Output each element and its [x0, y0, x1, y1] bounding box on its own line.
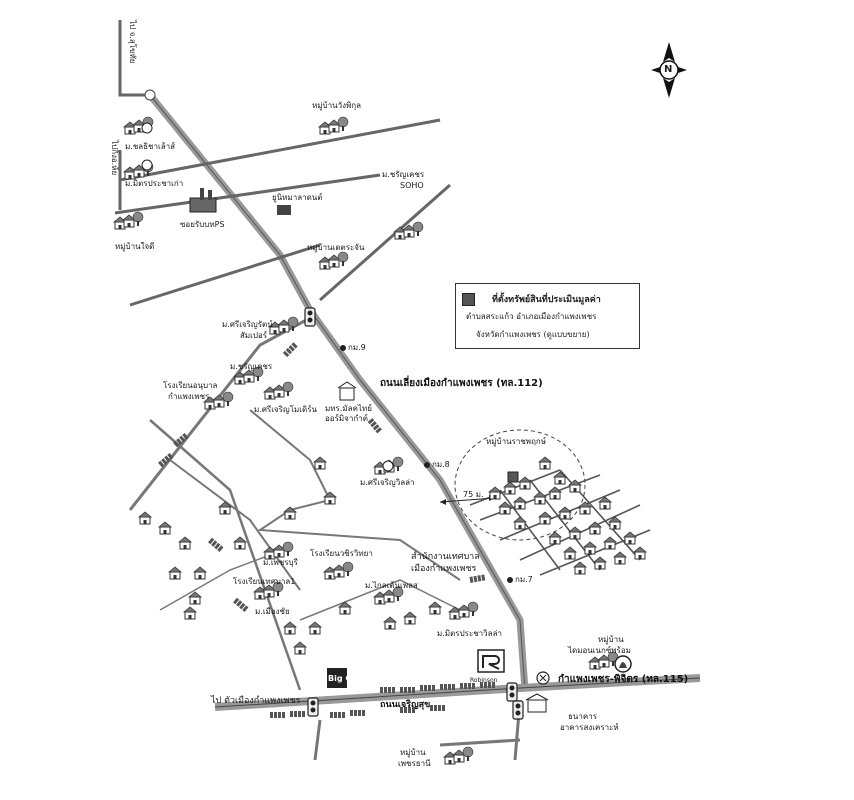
km-8: กม.8: [432, 460, 450, 469]
road-soho: [319, 183, 451, 302]
label-bank: ธนาคาร: [568, 712, 597, 721]
school-icon: [337, 381, 357, 401]
label-kampheng: กำแพงเพชร: [168, 392, 210, 401]
traffic-signal: [304, 307, 316, 327]
robinson-logo: [477, 649, 505, 673]
road-label-left: ไปกิ่งอ.ห้ย: [110, 140, 119, 176]
label-village-s2: เพชรธานี: [398, 759, 431, 768]
legend-box: ที่ตั้งทรัพย์สินที่ประเมินมูลค่า ตำบลสระ…: [455, 283, 640, 349]
label-soho: SOHO: [400, 181, 424, 190]
label-kamphet-sub: ออร์มิจากำต์: [325, 414, 368, 423]
label-school-wit: โรงเรียนวชิรวิทยา: [310, 549, 373, 558]
compass-north-label: N: [664, 64, 673, 75]
road-wangphikul: [119, 118, 441, 182]
label-school-monthai: มทร.มัลคไทย์: [325, 404, 372, 413]
label-municipal: สำนักงานเทศบาล: [411, 552, 480, 562]
big-c-logo: [327, 668, 347, 688]
km-9: กม.9: [348, 343, 366, 352]
label-municipal2: เมืองกำแพงเพชร: [411, 564, 477, 574]
label-rubber: ยูนิหมาลาดนต์: [272, 193, 323, 202]
legend-line2: จังหวัดกำแพงเพชร (ดูแบบขยาย): [476, 330, 590, 339]
label-khet-village: หมู่บ้านเดตระจัน: [307, 243, 365, 252]
road-upper: [114, 173, 381, 215]
compass: N: [649, 40, 689, 100]
label-sampet: สัมเปอร์: [240, 331, 268, 340]
label-school-anuban: โรงเรียนอนุบาล: [163, 381, 218, 390]
label-srichareon-tawan: ม.ศรีเจริญวิลล่า: [360, 478, 415, 487]
distance-label: 75 ม.: [463, 490, 484, 499]
road-label-sukhothai: ไป จ.สุโขทัย: [128, 20, 137, 64]
label-kochuan: ม.ไกลเต้นเพลส: [365, 581, 418, 590]
road-label-charoensuk: ถนนเจริญสุข: [380, 700, 431, 710]
road-label-to-city: ไป ตัวเมืองกำแพงเพชร: [211, 696, 301, 706]
label-mitpracha: ม.มิตรประชาเก่า: [125, 179, 184, 188]
legend-title: ที่ตั้งทรัพย์สินที่ประเมินมูลค่า: [492, 295, 601, 305]
label-wangphikul: หมู่บ้านวังพิกุล: [312, 101, 362, 110]
road-label-115: กำแพงเพชร-พิจิตร (ทล.115): [558, 674, 689, 685]
label-srichareon-mae: ม.ศรีเจริญโมเดิร์น: [254, 405, 317, 414]
legend-line1: ตำบลสระแก้ว อำเภอเมืองกำแพงเพชร: [466, 312, 597, 321]
label-village-se: หมู่บ้าน: [598, 635, 624, 644]
road-label-bypass: ถนนเลี่ยงเมืองกำแพงเพชร (ทล.112): [380, 378, 543, 389]
rubber-building: [277, 205, 291, 215]
label-robinson: Robinson: [470, 677, 498, 684]
cluster-wangphikul: [319, 117, 348, 134]
bypass-road-edge: [149, 94, 526, 691]
label-mitpracha-sub: ม.มิตรประชาวิลล่า: [437, 629, 502, 638]
north-road: [118, 20, 150, 97]
label-chotichaleo: ม.ชลธิชาเล้าส์: [125, 142, 175, 151]
label-srichareon-rat: ม.ศรีเจริญรัตน์: [222, 320, 273, 329]
bank-icon: [525, 693, 549, 713]
factory-icon: [189, 188, 217, 213]
subject-property: [507, 471, 519, 483]
km-7: กม.7: [515, 575, 533, 584]
label-school-thet: โรงเรียนเทศบาล1: [233, 577, 296, 586]
label-village-s: หมู่บ้าน: [400, 748, 426, 757]
compass-icon: [651, 42, 687, 98]
label-charoen2: ม.ชรัญเคชร: [230, 362, 273, 371]
label-chai-village: หมู่บ้านใจดี: [115, 242, 155, 251]
label-soi-ps: ซอยรับบทPS: [180, 220, 225, 229]
label-bank2: อาคารสงเคราะห์: [560, 723, 619, 732]
label-village-se2: ไดมอนเนกซ์พร้อม: [568, 646, 631, 655]
legend-swatch: [462, 293, 475, 306]
label-mueang-chai: ม.เมืองชัย: [255, 607, 290, 616]
label-big-c: Big C: [328, 674, 352, 683]
target-area-circle: [454, 429, 586, 541]
road-mid: [129, 243, 321, 307]
label-charoenkhet: ม.ชรัญเคชร: [382, 170, 425, 179]
label-phetchaburi: ม.เพชรบุรี: [263, 558, 298, 567]
label-target-village: หมู่บ้านราชพฤกษ์: [486, 437, 547, 446]
